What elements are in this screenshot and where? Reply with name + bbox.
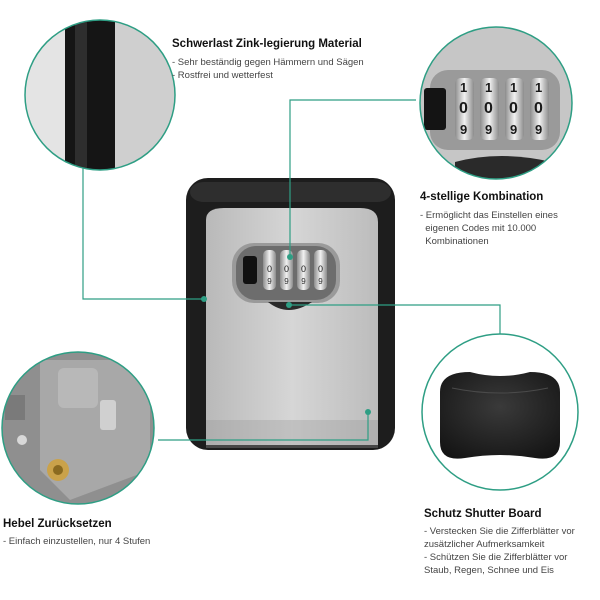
svg-text:0: 0 [318, 264, 323, 274]
svg-text:0: 0 [301, 264, 306, 274]
zoom-circle-lever [1, 351, 155, 505]
material-title: Schwerlast Zink-legierung Material [172, 38, 362, 50]
connector-lines [82, 99, 501, 441]
zoom-circle-material [24, 19, 176, 171]
combination-title: 4-stellige Kombination [420, 191, 544, 203]
svg-text:0: 0 [284, 264, 289, 274]
svg-text:0: 0 [267, 264, 272, 274]
zoom-circle-shutter [421, 333, 579, 491]
dial-1-bot: 9 [460, 122, 468, 137]
combination-bullet-2: eigenen Codes mit 10.000 [420, 223, 537, 234]
lever-bullet-1: - Einfach einzustellen, nur 4 Stufen [3, 536, 151, 547]
lever-title: Hebel Zurücksetzen [3, 518, 112, 530]
material-bullet-1: - Sehr beständig gegen Hämmern und Sägen [172, 57, 364, 68]
lockbox-main: 0 0 0 0 9 9 9 9 [186, 178, 395, 450]
shutter-bullet-4: Staub, Regen, Schnee und Eis [424, 565, 554, 576]
shutter-bullet-3: - Schützen Sie die Zifferblätter vor [424, 552, 568, 563]
shutter-bullet-2: zusätzlicher Aufmerksamkeit [424, 539, 545, 550]
svg-text:9: 9 [267, 277, 272, 286]
svg-text:9: 9 [284, 277, 289, 286]
dial-2-top: 1 [485, 80, 493, 95]
shutter-bullet-1: - Verstecken Sie die Zifferblätter vor [424, 526, 575, 537]
dial-2-mid: 0 [484, 100, 493, 117]
dial-4-bot: 9 [535, 122, 543, 137]
feature-shutter: Schutz Shutter Board - Verstecken Sie di… [424, 508, 575, 577]
main-dials: 0 0 0 0 9 9 9 9 [263, 250, 327, 290]
dial-1-mid: 0 [459, 100, 468, 117]
material-bullet-2: - Rostfrei und wetterfest [172, 70, 273, 81]
dial-3-bot: 9 [510, 122, 518, 137]
dial-2-bot: 9 [485, 122, 493, 137]
zoom-dial-digits: 1 1 1 1 0 0 0 0 9 9 9 9 [455, 80, 555, 140]
combination-bullet-1: - Ermöglicht das Einstellen eines [420, 210, 558, 221]
dial-4-top: 1 [535, 80, 543, 95]
zoom-circle-combination [419, 26, 573, 180]
shutter-title: Schutz Shutter Board [424, 508, 542, 520]
dial-3-mid: 0 [509, 100, 518, 117]
combination-bullet-3: Kombinationen [420, 236, 489, 247]
connector-dots [201, 254, 371, 415]
dial-1-top: 1 [460, 80, 468, 95]
dial-3-top: 1 [510, 80, 518, 95]
feature-lever: Hebel Zurücksetzen - Einfach einzustelle… [3, 518, 150, 548]
dial-4-mid: 0 [534, 100, 543, 117]
feature-combination: 4-stellige Kombination - Ermöglicht das … [420, 191, 558, 248]
svg-text:9: 9 [301, 277, 306, 286]
svg-text:9: 9 [318, 277, 323, 286]
feature-material: Schwerlast Zink-legierung Material - Seh… [172, 38, 364, 82]
